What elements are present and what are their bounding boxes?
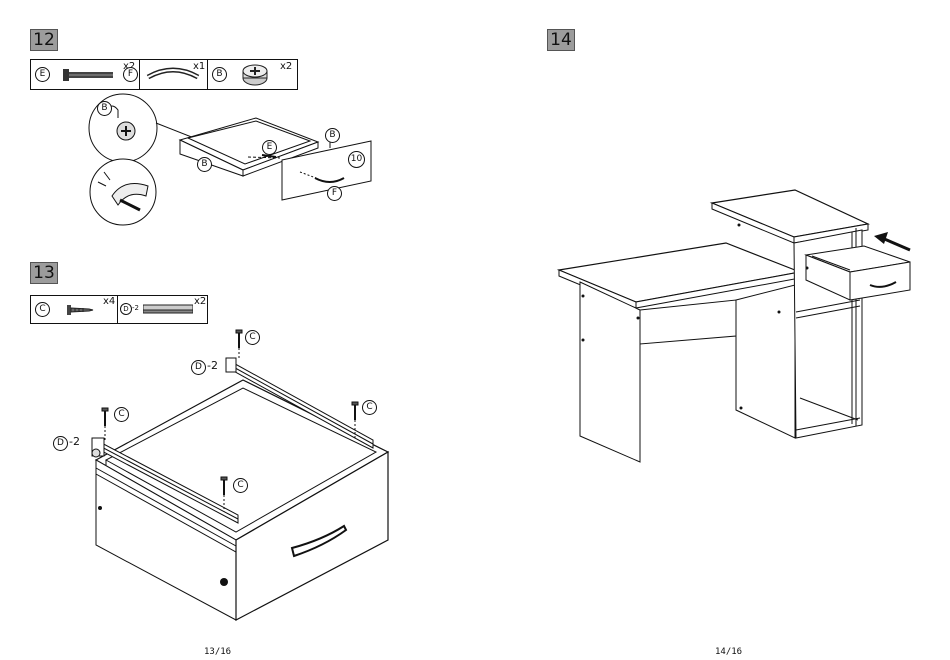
page-number-left: 13/16 xyxy=(204,647,231,657)
page-number-right: 14/16 xyxy=(715,647,742,657)
